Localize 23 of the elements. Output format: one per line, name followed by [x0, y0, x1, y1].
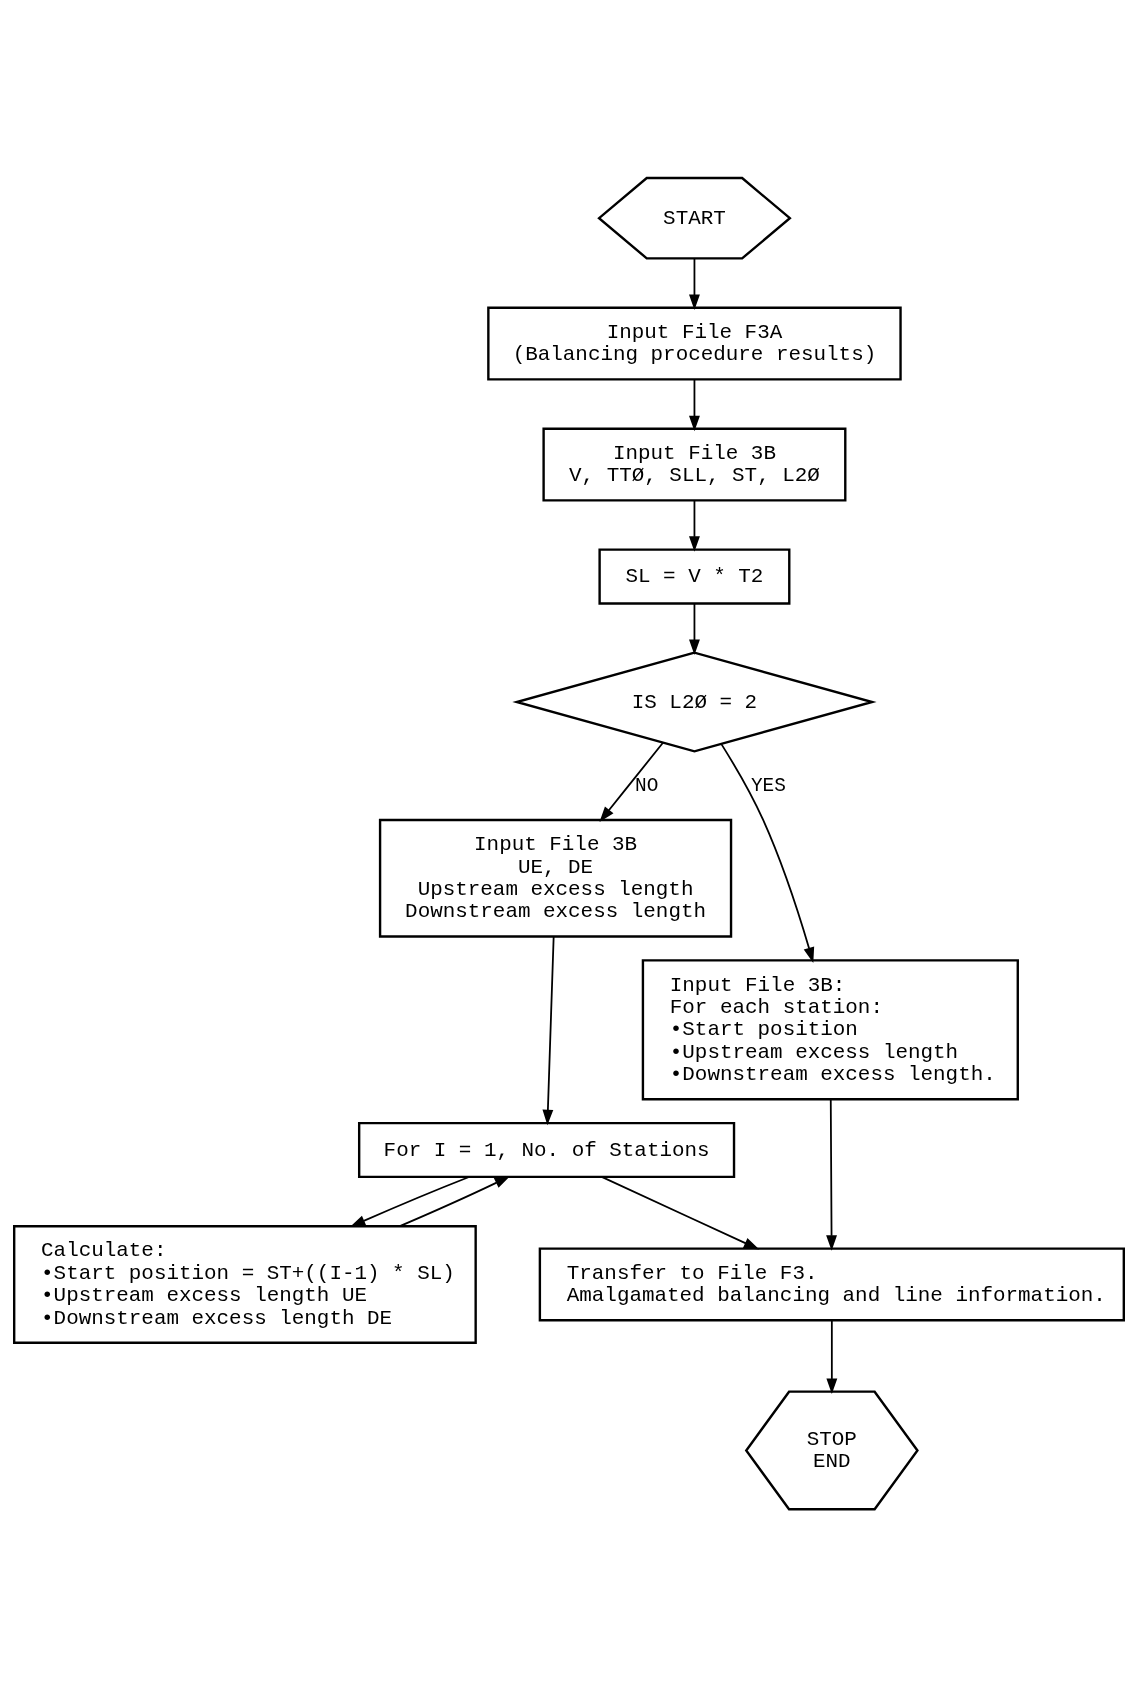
node-box: Input File F3A (Balancing procedure results) [487, 306, 902, 381]
node-diamond: IS L2Ø = 2 [512, 651, 877, 753]
arrow [689, 378, 700, 432]
arrow [826, 1319, 838, 1395]
arrow [689, 603, 700, 656]
arrow [599, 741, 664, 822]
arrow [399, 1176, 511, 1227]
node-box: Input File 3B UE, DE Upstream excess length Downstream excess length [378, 818, 733, 938]
arrow [689, 499, 700, 552]
arrow [720, 743, 815, 963]
node-box: Transfer to File F3. Amalgamated balancing and line information. [538, 1247, 1125, 1322]
node-box: Calculate: •Start position = ST+((I-1) * SL) •Upstream excess length UE •Downstream excess length DE [13, 1225, 477, 1344]
node-box: Input File 3B: For each station: •Start position •Upstream excess length •Downstream excess length. [641, 959, 1019, 1101]
arrow [826, 1098, 837, 1251]
node-box: Input File 3B V, TTØ, SLL, ST, L2Ø [542, 427, 847, 502]
node-box: For I = 1, No. of Stations [357, 1121, 736, 1179]
arrow [542, 935, 555, 1126]
arrow [349, 1176, 470, 1228]
arrow [689, 257, 700, 311]
arrow [601, 1176, 760, 1250]
edge-label: NO [635, 774, 659, 797]
node-box: SL = V * T2 [598, 548, 791, 605]
edge-label: YES [750, 774, 786, 797]
